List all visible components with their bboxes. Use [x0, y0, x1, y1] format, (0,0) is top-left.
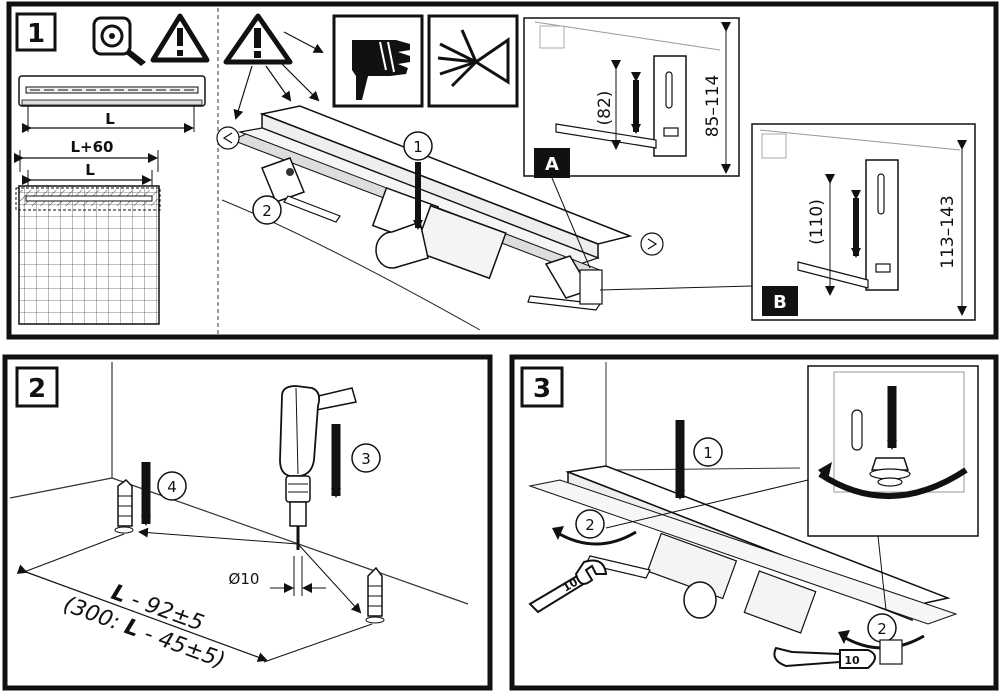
dim-label-L-top: L: [105, 110, 115, 128]
tape-measure-icon: [92, 16, 146, 66]
tiled-floor-plan: [15, 185, 161, 325]
wall-plug-left: [114, 479, 134, 534]
callout-2a: 2: [585, 516, 595, 534]
nut-detail-inset: [807, 365, 979, 537]
detail-B-adjust: (110): [807, 199, 827, 245]
panel-number-1: 1: [27, 19, 45, 49]
label-B: B: [773, 292, 787, 313]
warning-icon: [150, 13, 210, 63]
distance-dimension-line: [16, 564, 268, 662]
panel-3: 3 1: [509, 354, 999, 691]
label-A: A: [545, 154, 559, 175]
label-A-badge: [534, 148, 570, 178]
wrench-icon: 10: [528, 559, 608, 614]
drain-channel-installed: [528, 465, 958, 634]
wall-plug-right: [365, 566, 385, 624]
detail-B-range: 113–143: [938, 195, 958, 268]
dim-label-L60: L+60: [70, 138, 113, 156]
panel-1: 1 L L+60: [6, 1, 999, 340]
dim-label-L-mid: L: [85, 161, 95, 179]
callout-1: 1: [413, 138, 423, 156]
callout-1-p3: 1: [703, 444, 713, 462]
callout-4: 4: [167, 478, 177, 496]
drill-diameter: Ø10: [229, 570, 260, 588]
panel-2: 2 3 Ø10: [2, 354, 493, 691]
label-B-badge: [762, 286, 798, 316]
end-marker-left: [216, 126, 240, 150]
drill-icon: [279, 385, 357, 596]
callout-2b: 2: [877, 620, 887, 638]
wrench-icon-right: 10: [773, 646, 876, 669]
panel-number-3: 3: [533, 374, 551, 404]
detail-A-adjust: (82): [595, 91, 615, 126]
callout-2: 2: [262, 202, 272, 220]
callout-3: 3: [361, 450, 371, 468]
cutting-sparks-icon: [427, 14, 519, 108]
channel-top-view: [18, 75, 206, 107]
end-marker-right: [640, 232, 664, 256]
gloves-icon: [332, 14, 424, 108]
detail-A-range: 85–114: [703, 75, 723, 138]
panel-number-2: 2: [28, 374, 46, 404]
wrench-size-b: 10: [844, 654, 860, 667]
warning-icon-large: [223, 13, 293, 65]
